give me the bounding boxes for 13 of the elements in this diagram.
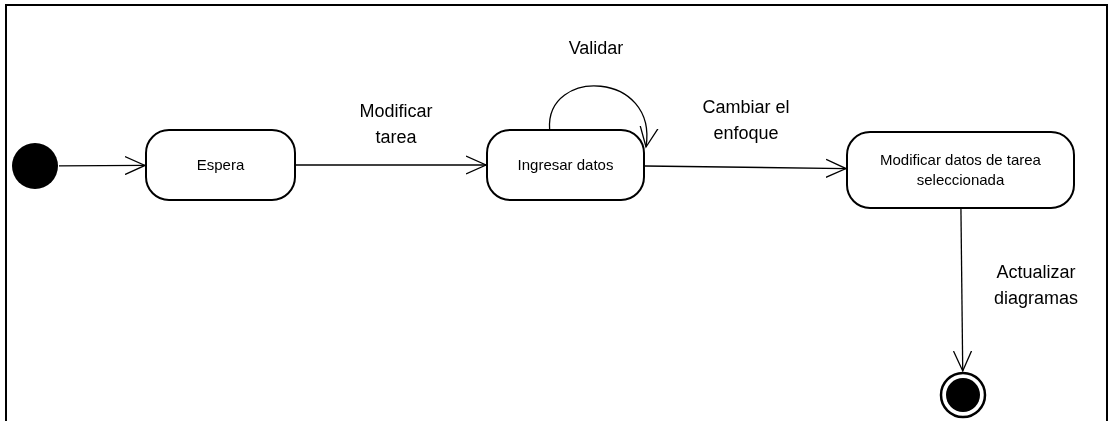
state-name: Ingresar datos <box>517 154 614 175</box>
transition-arrow <box>644 158 847 178</box>
state-box <box>846 131 1075 209</box>
state-name: Espera <box>196 154 245 175</box>
transition-arrow <box>58 155 146 176</box>
self-transition-arrow <box>548 85 657 148</box>
state-box <box>486 129 645 201</box>
state-name: Modificar datos de tarea seleccionada <box>879 149 1042 190</box>
transition-arrow <box>952 208 973 372</box>
transition-arrow <box>295 155 487 175</box>
state-box <box>145 129 296 201</box>
initial-state-dot <box>11 142 59 190</box>
final-state-icon <box>939 371 987 419</box>
